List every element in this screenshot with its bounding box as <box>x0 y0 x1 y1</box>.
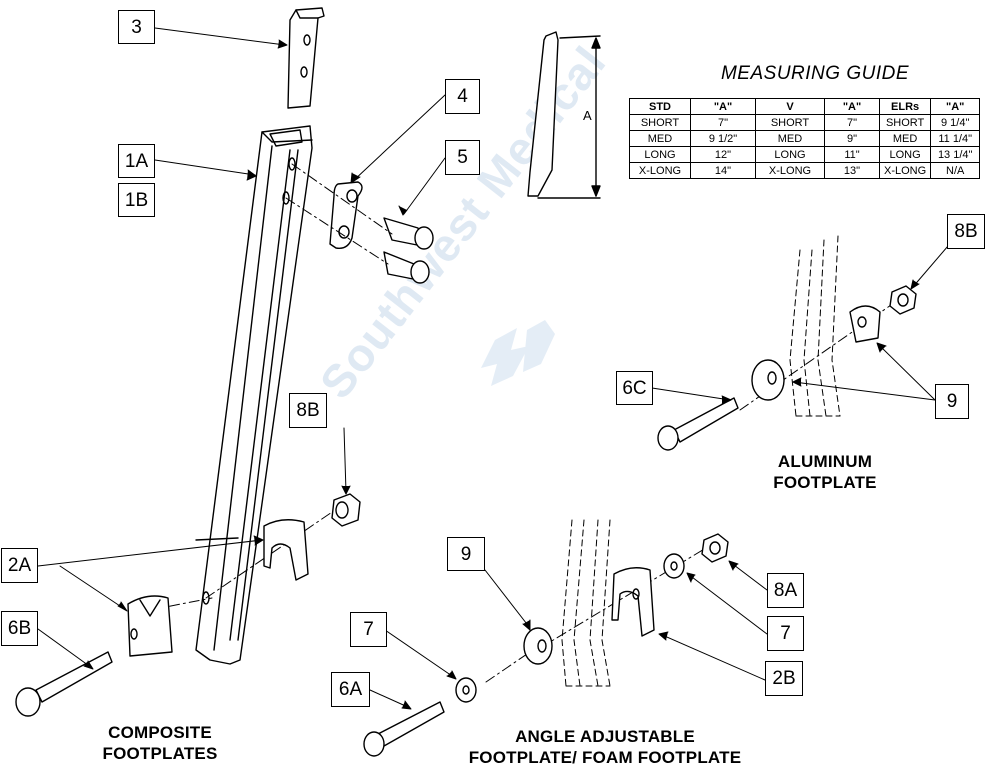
guide-header-cell: "A" <box>824 98 880 115</box>
caption-angle-line2: FOOTPLATE/ FOAM FOOTPLATE <box>468 748 742 767</box>
nut-8b-left <box>331 493 361 527</box>
angle-adjustable-assembly <box>561 519 611 687</box>
spacer-9-right-a <box>751 359 785 401</box>
guide-header-cell: "A" <box>930 98 981 115</box>
caption-aluminum-line1: ALUMINUM <box>777 452 873 471</box>
composite-clip-upper <box>263 519 309 581</box>
dimension-profile <box>527 31 601 199</box>
screw-6a <box>363 701 445 757</box>
guide-cell: 12" <box>690 146 756 163</box>
guide-header-cell: STD <box>629 98 691 115</box>
guide-cell: LONG <box>629 146 691 163</box>
caption-composite: COMPOSITE FOOTPLATES <box>70 722 250 764</box>
caption-angle-line1: ANGLE ADJUSTABLE <box>515 727 695 746</box>
guide-cell: MED <box>755 130 825 147</box>
guide-cell: 9" <box>824 130 880 147</box>
screw-6b <box>15 651 113 717</box>
guide-cell: X-LONG <box>755 162 825 179</box>
spacer-9-right-b <box>849 305 881 343</box>
guide-cell: 14" <box>690 162 756 179</box>
guide-cell: MED <box>878 130 932 147</box>
guide-cell: 9 1/2" <box>690 130 756 147</box>
guide-cell: N/A <box>930 162 981 179</box>
guide-cell: SHORT <box>878 114 932 131</box>
guide-cell: SHORT <box>755 114 825 131</box>
bolts-part-5 <box>383 217 434 284</box>
clip-2b <box>611 567 655 637</box>
caption-composite-line1: COMPOSITE <box>108 723 212 742</box>
callout-4: 4 <box>445 79 480 114</box>
guide-cell: LONG <box>878 146 932 163</box>
guide-cell: 11 1/4" <box>930 130 981 147</box>
leader-lines <box>37 27 961 710</box>
composite-clip-lower <box>127 595 173 657</box>
callout-7-right: 7 <box>767 616 804 651</box>
guide-cell: LONG <box>755 146 825 163</box>
nut-8a <box>701 533 729 563</box>
callout-6b: 6B <box>1 611 38 646</box>
plate-part-4 <box>329 181 363 249</box>
guide-cell: 7" <box>690 114 756 131</box>
callout-2b: 2B <box>765 661 803 696</box>
insert-part-3 <box>287 7 325 109</box>
callout-8b-left: 8B <box>289 393 327 428</box>
guide-cell: MED <box>629 130 691 147</box>
guide-cell: X-LONG <box>878 162 932 179</box>
callout-8a: 8A <box>767 573 804 608</box>
dimension-label-a: A <box>583 108 592 123</box>
guide-cell: 13 1/4" <box>930 146 981 163</box>
callout-5: 5 <box>445 140 480 175</box>
screw-6c <box>657 397 739 451</box>
aluminum-assembly <box>789 235 841 417</box>
footrest-tube <box>195 125 313 665</box>
watermark-logo <box>481 320 555 386</box>
callout-9-middle: 9 <box>447 537 485 571</box>
callout-3: 3 <box>118 10 155 44</box>
nut-8b-right <box>889 285 917 315</box>
measuring-guide-title: MEASURING GUIDE <box>720 63 910 84</box>
callout-9-right: 9 <box>935 384 969 419</box>
callout-2a: 2A <box>1 548 38 583</box>
callout-6a: 6A <box>331 672 370 707</box>
callout-8b-right: 8B <box>947 214 985 249</box>
guide-cell: 9 1/4" <box>930 114 981 131</box>
guide-cell: 13" <box>824 162 880 179</box>
guide-header-cell: ELRs <box>878 98 932 115</box>
callout-6c: 6C <box>616 371 653 405</box>
callout-1b: 1B <box>118 183 155 217</box>
caption-composite-line2: FOOTPLATES <box>102 744 218 763</box>
guide-cell: 7" <box>824 114 880 131</box>
washer-7-left <box>455 677 477 703</box>
guide-header-cell: "A" <box>690 98 756 115</box>
guide-cell: 11" <box>824 146 880 163</box>
guide-cell: X-LONG <box>629 162 691 179</box>
spacer-9-middle <box>523 627 553 665</box>
guide-cell: SHORT <box>629 114 691 131</box>
caption-angle-adjustable: ANGLE ADJUSTABLE FOOTPLATE/ FOAM FOOTPLA… <box>440 726 770 768</box>
measuring-guide-header-row: STD"A"V"A"ELRs"A" <box>629 98 981 115</box>
guide-header-cell: V <box>755 98 825 115</box>
washer-7-right <box>663 553 685 579</box>
caption-aluminum: ALUMINUM FOOTPLATE <box>740 451 910 493</box>
callout-7-left: 7 <box>350 612 387 647</box>
caption-aluminum-line2: FOOTPLATE <box>773 473 877 492</box>
callout-1a: 1A <box>118 144 155 178</box>
